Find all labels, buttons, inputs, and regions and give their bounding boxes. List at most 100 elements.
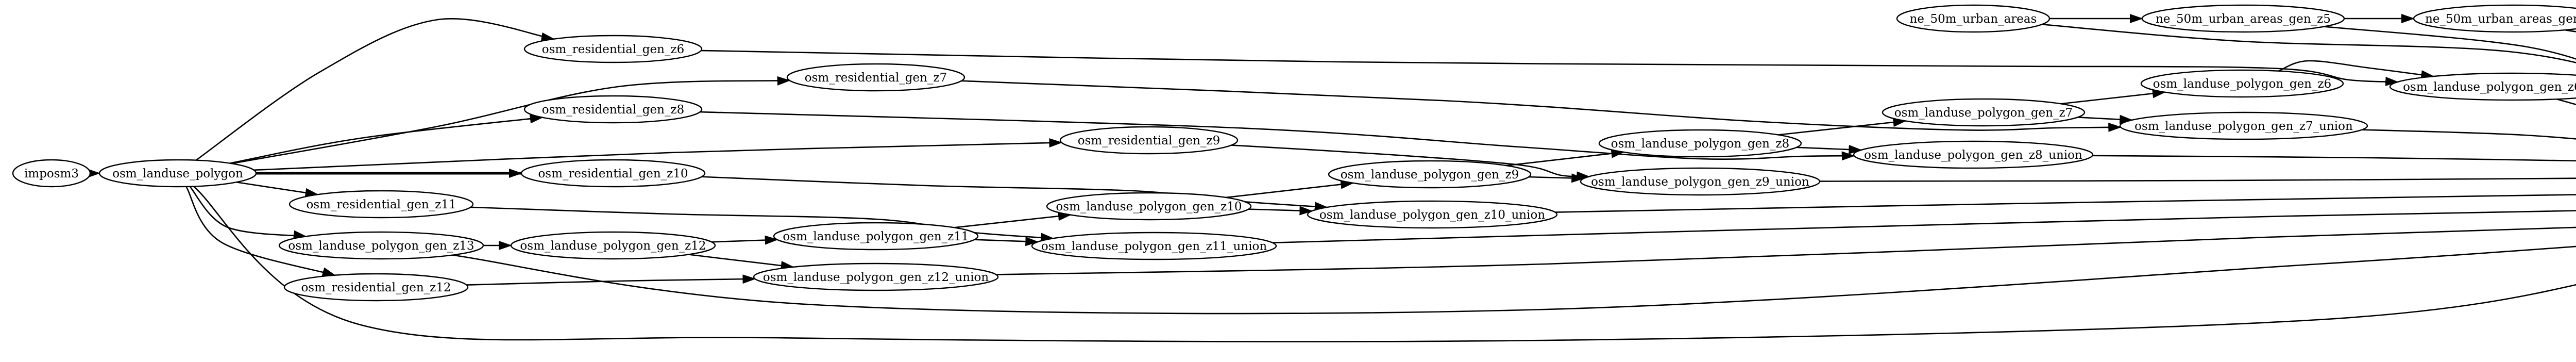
edge-osm_landuse_polygon_gen_z9-to-osm_landuse_polygon_gen_z8 bbox=[1506, 149, 1625, 167]
node-label-osm_residential_gen_z8: osm_residential_gen_z8 bbox=[542, 103, 684, 117]
node-label-ne_50m_urban_areas_gen_z5: ne_50m_urban_areas_gen_z5 bbox=[2156, 12, 2331, 26]
node-ellipse-ne_50m_urban_areas_gen_z4 bbox=[2413, 4, 2576, 33]
node-label-osm_landuse_polygon_gen_z9: osm_landuse_polygon_gen_z9 bbox=[1341, 168, 1519, 182]
node-osm_landuse_polygon_gen_z6_union: osm_landuse_polygon_gen_z6_union bbox=[2389, 72, 2576, 101]
node-osm_residential_gen_z12: osm_residential_gen_z12 bbox=[283, 273, 469, 302]
node-osm_residential_gen_z8: osm_residential_gen_z8 bbox=[523, 95, 703, 124]
node-ellipse-imposm3 bbox=[12, 159, 91, 188]
node-osm_landuse_polygon_gen_z9: osm_landuse_polygon_gen_z9 bbox=[1328, 160, 1532, 189]
edge-osm_landuse_polygon_gen_z10-to-osm_landuse_polygon_gen_z10_union bbox=[1248, 206, 1313, 216]
node-ellipse-osm_landuse_polygon_gen_z8_union bbox=[1853, 140, 2094, 169]
edge-osm_residential_gen_z9-to-osm_landuse_polygon_gen_z9_union bbox=[1231, 144, 1590, 181]
edge-osm_residential_gen_z8-to-osm_landuse_polygon_gen_z8_union bbox=[700, 111, 1855, 161]
edge-osm_residential_gen_z10-to-osm_landuse_polygon_gen_z10_union bbox=[701, 176, 1328, 211]
node-label-osm_landuse_polygon_gen_z13: osm_landuse_polygon_gen_z13 bbox=[288, 239, 474, 253]
node-ne_50m_urban_areas_gen_z5: ne_50m_urban_areas_gen_z5 bbox=[2141, 4, 2345, 33]
node-ellipse-osm_landuse_polygon_gen_z11_union bbox=[1031, 232, 1277, 260]
edge-osm_landuse_polygon-to-osm_residential_gen_z9 bbox=[253, 138, 1063, 171]
node-ellipse-osm_residential_gen_z10 bbox=[520, 159, 706, 188]
edge-osm_landuse_polygon_gen_z8-to-osm_landuse_polygon_gen_z7 bbox=[1778, 118, 1907, 136]
edge-osm_landuse_polygon_gen_z13-to-layer_landuse-z13 bbox=[452, 245, 2576, 315]
node-label-osm_residential_gen_z6: osm_residential_gen_z6 bbox=[542, 43, 684, 56]
node-ellipse-ne_50m_urban_areas_gen_z5 bbox=[2141, 4, 2345, 33]
node-label-osm_landuse_polygon_gen_z7_union: osm_landuse_polygon_gen_z7_union bbox=[2134, 120, 2353, 133]
node-ellipse-osm_landuse_polygon_gen_z9_union bbox=[1580, 167, 1821, 196]
node-label-osm_landuse_polygon_gen_z7: osm_landuse_polygon_gen_z7 bbox=[1894, 106, 2073, 120]
node-ellipse-osm_landuse_polygon_gen_z12_union bbox=[753, 262, 999, 291]
node-label-osm_landuse_polygon_gen_z11_union: osm_landuse_polygon_gen_z11_union bbox=[1041, 240, 1267, 253]
edge-osm_landuse_polygon_gen_z7-to-osm_landuse_polygon_gen_z6 bbox=[2060, 89, 2166, 105]
node-osm_landuse_polygon_gen_z12_union: osm_landuse_polygon_gen_z12_union bbox=[753, 262, 999, 291]
edge-osm_landuse_polygon_gen_z11-to-osm_landuse_polygon_gen_z10 bbox=[954, 211, 1072, 228]
node-ellipse-osm_residential_gen_z7 bbox=[786, 63, 965, 92]
node-osm_landuse_polygon_gen_z10_union: osm_landuse_polygon_gen_z10_union bbox=[1307, 200, 1558, 229]
edge-osm_landuse_polygon-to-layer_landuse-z14+ bbox=[193, 186, 2576, 342]
node-label-osm_landuse_polygon_gen_z9_union: osm_landuse_polygon_gen_z9_union bbox=[1591, 175, 1809, 189]
node-osm_landuse_polygon_gen_z7: osm_landuse_polygon_gen_z7 bbox=[1882, 98, 2086, 127]
edge-osm_residential_gen_z6-to-osm_landuse_polygon_gen_z6_union bbox=[701, 50, 2399, 86]
node-label-osm_landuse_polygon_gen_z12: osm_landuse_polygon_gen_z12 bbox=[520, 239, 706, 253]
edge-ne_50m_urban_areas_gen_z5-to-layer_landuse-z5 bbox=[2324, 26, 2576, 60]
node-label-osm_landuse_polygon: osm_landuse_polygon bbox=[112, 167, 243, 180]
node-osm_landuse_polygon_gen_z11: osm_landuse_polygon_gen_z11 bbox=[773, 222, 979, 251]
node-label-osm_residential_gen_z9: osm_residential_gen_z9 bbox=[1078, 134, 1220, 147]
node-ellipse-osm_residential_gen_z8 bbox=[523, 95, 703, 124]
node-osm_landuse_polygon_gen_z13: osm_landuse_polygon_gen_z13 bbox=[278, 231, 484, 260]
node-ellipse-osm_residential_gen_z9 bbox=[1059, 126, 1239, 155]
edge-osm_landuse_polygon_gen_z8_union-to-layer_landuse-z8 bbox=[2092, 155, 2576, 162]
node-label-osm_landuse_polygon_gen_z6_union: osm_landuse_polygon_gen_z6_union bbox=[2403, 80, 2576, 94]
node-osm_landuse_polygon_gen_z12: osm_landuse_polygon_gen_z12 bbox=[510, 231, 716, 260]
node-label-osm_residential_gen_z10: osm_residential_gen_z10 bbox=[538, 167, 688, 180]
node-label-osm_residential_gen_z11: osm_residential_gen_z11 bbox=[306, 198, 456, 211]
node-osm_landuse_polygon_gen_z8: osm_landuse_polygon_gen_z8 bbox=[1598, 129, 1802, 158]
node-label-osm_residential_gen_z7: osm_residential_gen_z7 bbox=[805, 71, 947, 85]
node-ellipse-osm_landuse_polygon_gen_z12 bbox=[510, 231, 716, 260]
node-label-osm_landuse_polygon_gen_z10_union: osm_landuse_polygon_gen_z10_union bbox=[1319, 208, 1545, 222]
node-osm_landuse_polygon_gen_z9_union: osm_landuse_polygon_gen_z9_union bbox=[1580, 167, 1821, 196]
node-label-ne_50m_urban_areas: ne_50m_urban_areas bbox=[1910, 12, 2037, 26]
edge-osm_landuse_polygon_gen_z12-to-osm_landuse_polygon_gen_z11 bbox=[711, 235, 778, 245]
node-ellipse-osm_landuse_polygon_gen_z7_union bbox=[2119, 111, 2368, 140]
node-ellipse-osm_landuse_polygon_gen_z11 bbox=[773, 222, 979, 251]
node-osm_residential_gen_z10: osm_residential_gen_z10 bbox=[520, 159, 706, 188]
node-label-osm_landuse_polygon_gen_z8: osm_landuse_polygon_gen_z8 bbox=[1611, 137, 1790, 151]
edge-osm_landuse_polygon-to-osm_landuse_polygon_gen_z13 bbox=[189, 186, 307, 240]
edge-osm_landuse_polygon_gen_z9-to-osm_landuse_polygon_gen_z9_union bbox=[1529, 173, 1585, 183]
node-osm_landuse_polygon_gen_z6: osm_landuse_polygon_gen_z6 bbox=[2140, 69, 2344, 98]
node-ellipse-osm_residential_gen_z11 bbox=[289, 190, 474, 219]
edge-osm_landuse_polygon-to-osm_residential_gen_z12 bbox=[185, 186, 336, 276]
node-label-osm_landuse_polygon_gen_z10: osm_landuse_polygon_gen_z10 bbox=[1056, 200, 1242, 213]
node-ellipse-ne_50m_urban_areas bbox=[1896, 4, 2050, 33]
edge-osm_residential_gen_z12-to-osm_landuse_polygon_gen_z12_union bbox=[466, 274, 756, 286]
node-osm_landuse_polygon: osm_landuse_polygon bbox=[98, 159, 257, 188]
node-ellipse-osm_residential_gen_z6 bbox=[523, 35, 703, 63]
node-ellipse-osm_landuse_polygon_gen_z10 bbox=[1046, 192, 1252, 221]
edge-osm_landuse_polygon_gen_z12-to-osm_landuse_polygon_gen_z12_union bbox=[688, 254, 794, 270]
node-label-ne_50m_urban_areas_gen_z4: ne_50m_urban_areas_gen_z4 bbox=[2425, 12, 2576, 26]
node-label-osm_landuse_polygon_gen_z12_union: osm_landuse_polygon_gen_z12_union bbox=[763, 271, 989, 284]
node-osm_landuse_polygon_gen_z10: osm_landuse_polygon_gen_z10 bbox=[1046, 192, 1252, 221]
node-ellipse-osm_landuse_polygon_gen_z13 bbox=[278, 231, 484, 260]
node-label-osm_landuse_polygon_gen_z6: osm_landuse_polygon_gen_z6 bbox=[2153, 77, 2332, 91]
node-ne_50m_urban_areas_gen_z4: ne_50m_urban_areas_gen_z4 bbox=[2413, 4, 2576, 33]
node-label-osm_landuse_polygon_gen_z8_union: osm_landuse_polygon_gen_z8_union bbox=[1864, 149, 2082, 162]
node-imposm3: imposm3 bbox=[12, 159, 91, 188]
node-label-imposm3: imposm3 bbox=[24, 167, 79, 180]
node-label-osm_landuse_polygon_gen_z11: osm_landuse_polygon_gen_z11 bbox=[783, 230, 969, 243]
edge-osm_landuse_polygon-to-osm_residential_gen_z8 bbox=[229, 114, 544, 164]
node-ellipse-osm_landuse_polygon_gen_z8 bbox=[1598, 129, 1802, 158]
node-ellipse-osm_residential_gen_z12 bbox=[283, 273, 469, 302]
node-ellipse-osm_landuse_polygon_gen_z7 bbox=[1882, 98, 2086, 127]
edge-osm_residential_gen_z11-to-osm_landuse_polygon_gen_z11_union bbox=[470, 206, 1055, 242]
edge-osm_landuse_polygon_gen_z10-to-osm_landuse_polygon_gen_z9 bbox=[1226, 179, 1354, 199]
edge-osm_landuse_polygon-to-osm_residential_gen_z6 bbox=[195, 18, 555, 161]
edge-osm_landuse_polygon_gen_z7_union-to-layer_landuse-z7 bbox=[2362, 129, 2576, 140]
node-ne_50m_urban_areas: ne_50m_urban_areas bbox=[1896, 4, 2050, 33]
edge-osm_landuse_polygon-to-osm_residential_gen_z11 bbox=[236, 181, 319, 198]
edges-layer bbox=[87, 14, 2576, 342]
edge-osm_landuse_polygon_gen_z10_union-to-layer_landuse-z10 bbox=[1555, 194, 2576, 213]
edge-osm_landuse_polygon_gen_z9_union-to-layer_landuse-z9 bbox=[1819, 177, 2576, 182]
edge-osm_landuse_polygon_gen_z6-to-osm_landuse_polygon_gen_z6_union bbox=[2278, 60, 2435, 79]
node-osm_landuse_polygon_gen_z7_union: osm_landuse_polygon_gen_z7_union bbox=[2119, 111, 2368, 140]
